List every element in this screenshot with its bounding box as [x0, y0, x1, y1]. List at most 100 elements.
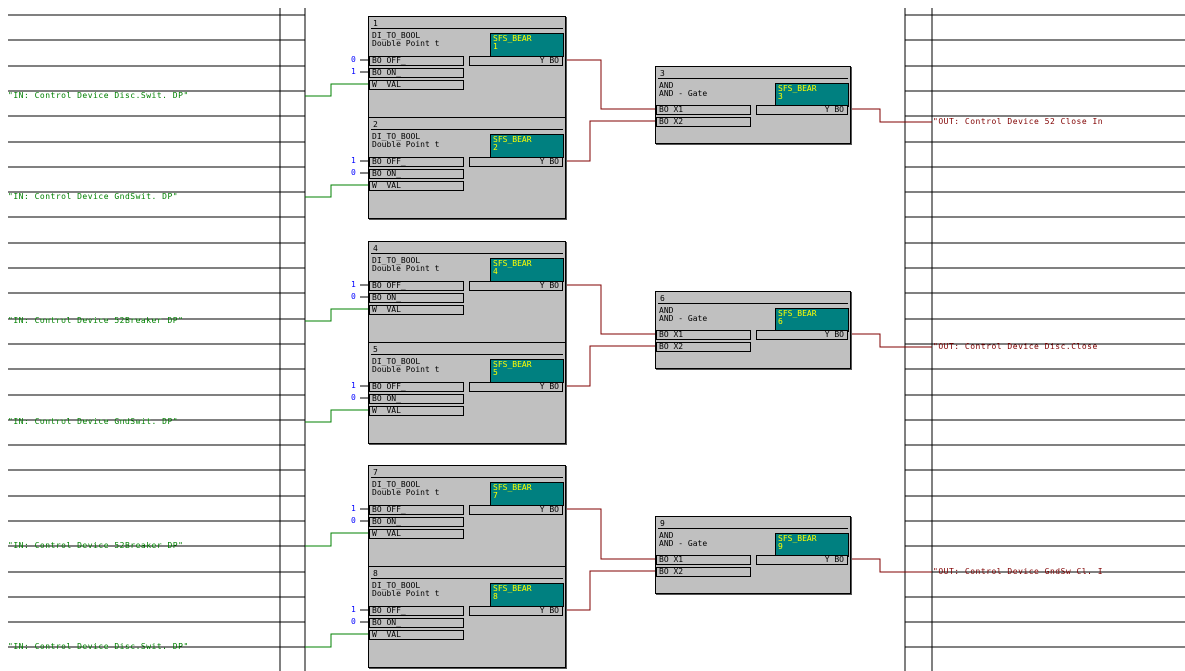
- input-signal-label[interactable]: "IN: Control Device 52Breaker DP": [8, 316, 184, 325]
- block-type: DI_TO_BOOL: [372, 132, 421, 141]
- input-signal-label[interactable]: "IN: Control Device Disc.Swit. DP": [8, 91, 189, 100]
- block-tag-name: SFS_BEAR: [778, 84, 817, 93]
- input-pin[interactable]: BO X1: [656, 555, 751, 565]
- block-type: DI_TO_BOOL: [372, 256, 421, 265]
- input-signal-label[interactable]: "IN: Control Device 52Breaker DP": [8, 541, 184, 550]
- pin-constant[interactable]: 0: [351, 617, 356, 626]
- input-pin[interactable]: BO ON_: [369, 618, 464, 628]
- block-tag-name: SFS_BEAR: [778, 309, 817, 318]
- block-tag-number: 1: [493, 42, 498, 51]
- output-wire[interactable]: [849, 108, 932, 123]
- block-number: 6: [658, 294, 848, 304]
- output-signal-label[interactable]: "OUT: Control Device Disc.Close: [933, 342, 1098, 351]
- input-pin[interactable]: BO ON_: [369, 293, 464, 303]
- pin-constant[interactable]: 1: [351, 156, 356, 165]
- input-wire[interactable]: [305, 83, 368, 97]
- connection-wire[interactable]: [564, 570, 655, 611]
- input-pin[interactable]: W VAL: [369, 630, 464, 640]
- input-pin[interactable]: W VAL: [369, 80, 464, 90]
- input-wire[interactable]: [305, 184, 368, 198]
- block-subtitle: Double Point t: [372, 39, 440, 48]
- input-pin[interactable]: W VAL: [369, 305, 464, 315]
- connection-wire[interactable]: [564, 508, 655, 560]
- connection-wire[interactable]: [564, 59, 655, 110]
- block-type: AND: [659, 81, 674, 90]
- pin-constant[interactable]: 0: [351, 168, 356, 177]
- connection-wire[interactable]: [564, 284, 655, 335]
- input-pin[interactable]: BO OFF_: [369, 56, 464, 66]
- pin-constant[interactable]: 0: [351, 292, 356, 301]
- pin-constant[interactable]: 1: [351, 381, 356, 390]
- block-subtitle: Double Point t: [372, 589, 440, 598]
- input-pin[interactable]: BO ON_: [369, 517, 464, 527]
- output-pin[interactable]: Y BO: [469, 157, 563, 167]
- input-wire[interactable]: [305, 409, 368, 423]
- input-pin[interactable]: BO OFF_: [369, 606, 464, 616]
- output-signal-label[interactable]: "OUT: Control Device 52 Close In: [933, 117, 1104, 126]
- pin-constant[interactable]: 0: [351, 55, 356, 64]
- output-pin[interactable]: Y BO: [469, 382, 563, 392]
- block-number: 3: [658, 69, 848, 79]
- input-wire[interactable]: [305, 532, 368, 547]
- output-wire[interactable]: [849, 333, 932, 348]
- input-signal-label[interactable]: "IN: Control Device GndSwit. DP": [8, 192, 179, 201]
- input-wire[interactable]: [305, 308, 368, 322]
- output-pin[interactable]: Y BO: [756, 555, 848, 565]
- input-pin[interactable]: W VAL: [369, 529, 464, 539]
- output-pin[interactable]: Y BO: [469, 606, 563, 616]
- connection-wire[interactable]: [564, 345, 655, 387]
- input-pin[interactable]: BO ON_: [369, 169, 464, 179]
- pin-constant[interactable]: 1: [351, 504, 356, 513]
- input-pin[interactable]: BO OFF_: [369, 281, 464, 291]
- output-pin[interactable]: Y BO: [756, 330, 848, 340]
- input-pin[interactable]: BO OFF_: [369, 505, 464, 515]
- output-pin[interactable]: Y BO: [469, 505, 563, 515]
- input-pin[interactable]: BO ON_: [369, 68, 464, 78]
- pin-constant[interactable]: 1: [351, 67, 356, 76]
- pin-constant[interactable]: 1: [351, 605, 356, 614]
- block-tag-name: SFS_BEAR: [493, 584, 532, 593]
- block-number: 4: [371, 244, 563, 254]
- output-signal-label[interactable]: "OUT: Control Device GndSw Cl. I: [933, 567, 1104, 576]
- input-signal-label[interactable]: "IN: Control Device GndSwit. DP": [8, 417, 179, 426]
- output-pin[interactable]: Y BO: [756, 105, 848, 115]
- output-pin[interactable]: Y BO: [469, 281, 563, 291]
- input-signal-label[interactable]: "IN: Control Device Disc.Swit. DP": [8, 642, 189, 651]
- input-pin[interactable]: W VAL: [369, 406, 464, 416]
- input-wire[interactable]: [305, 633, 368, 648]
- pin-constant[interactable]: 0: [351, 516, 356, 525]
- connection-wire[interactable]: [564, 120, 655, 162]
- input-pin[interactable]: W VAL: [369, 181, 464, 191]
- output-pin[interactable]: Y BO: [469, 56, 563, 66]
- pin-constant[interactable]: 0: [351, 393, 356, 402]
- input-pin[interactable]: BO X2: [656, 117, 751, 127]
- input-pin[interactable]: BO X2: [656, 342, 751, 352]
- input-pin[interactable]: BO OFF_: [369, 382, 464, 392]
- block-subtitle: Double Point t: [372, 365, 440, 374]
- pin-constant[interactable]: 1: [351, 280, 356, 289]
- input-pin[interactable]: BO OFF_: [369, 157, 464, 167]
- block-tag-number: 4: [493, 267, 498, 276]
- block-type: DI_TO_BOOL: [372, 581, 421, 590]
- block-subtitle: AND - Gate: [659, 314, 708, 323]
- input-pin[interactable]: BO X2: [656, 567, 751, 577]
- output-wire[interactable]: [849, 558, 932, 573]
- input-pin[interactable]: BO X1: [656, 105, 751, 115]
- input-pin[interactable]: BO ON_: [369, 394, 464, 404]
- block-tag-number: 5: [493, 368, 498, 377]
- input-pin[interactable]: BO X1: [656, 330, 751, 340]
